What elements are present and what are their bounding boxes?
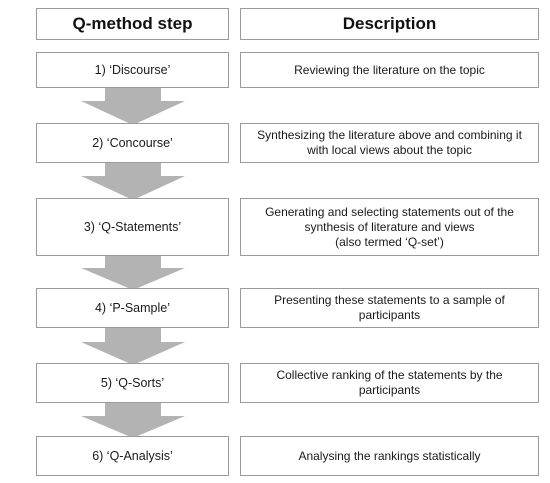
description-box-discourse: Reviewing the literature on the topic (240, 52, 539, 88)
description-box-q-sorts: Collective ranking of the statements by … (240, 363, 539, 403)
description-box-q-analysis: Analysing the rankings statistically (240, 436, 539, 476)
step-box-discourse: 1) ‘Discourse’ (36, 52, 229, 88)
description-box-q-statements: Generating and selecting statements out … (240, 198, 539, 256)
description-text: Synthesizing the literature above and co… (257, 128, 522, 157)
step-label: 5) ‘Q-Sorts’ (100, 376, 165, 390)
header-q-method-step-label: Q-method step (72, 14, 193, 33)
step-label: 3) ‘Q-Statements’ (83, 220, 182, 234)
header-q-method-step: Q-method step (36, 8, 229, 40)
flow-arrow-3-to-4 (81, 254, 185, 290)
description-box-concourse: Synthesizing the literature above and co… (240, 123, 539, 163)
step-box-q-sorts: 5) ‘Q-Sorts’ (36, 363, 229, 403)
step-label: 4) ‘P-Sample’ (94, 301, 171, 315)
description-box-p-sample: Presenting these statements to a sample … (240, 288, 539, 328)
description-text: Presenting these statements to a sample … (274, 293, 505, 322)
step-box-p-sample: 4) ‘P-Sample’ (36, 288, 229, 328)
step-box-concourse: 2) ‘Concourse’ (36, 123, 229, 163)
header-description: Description (240, 8, 539, 40)
description-text: Collective ranking of the statements by … (276, 368, 503, 397)
description-text: Generating and selecting statements out … (265, 204, 514, 249)
step-label: 2) ‘Concourse’ (92, 136, 173, 150)
flow-arrow-1-to-2 (81, 85, 185, 125)
description-text: Analysing the rankings statistically (298, 448, 481, 463)
step-box-q-analysis: 6) ‘Q-Analysis’ (36, 436, 229, 476)
step-box-q-statements: 3) ‘Q-Statements’ (36, 198, 229, 256)
header-description-label: Description (342, 14, 437, 33)
flow-arrow-5-to-6 (81, 402, 185, 438)
description-text: Reviewing the literature on the topic (294, 62, 485, 77)
step-label: 6) ‘Q-Analysis’ (92, 449, 173, 463)
flow-arrow-2-to-3 (81, 160, 185, 200)
step-label: 1) ‘Discourse’ (94, 63, 171, 77)
flow-arrow-4-to-5 (81, 327, 185, 365)
